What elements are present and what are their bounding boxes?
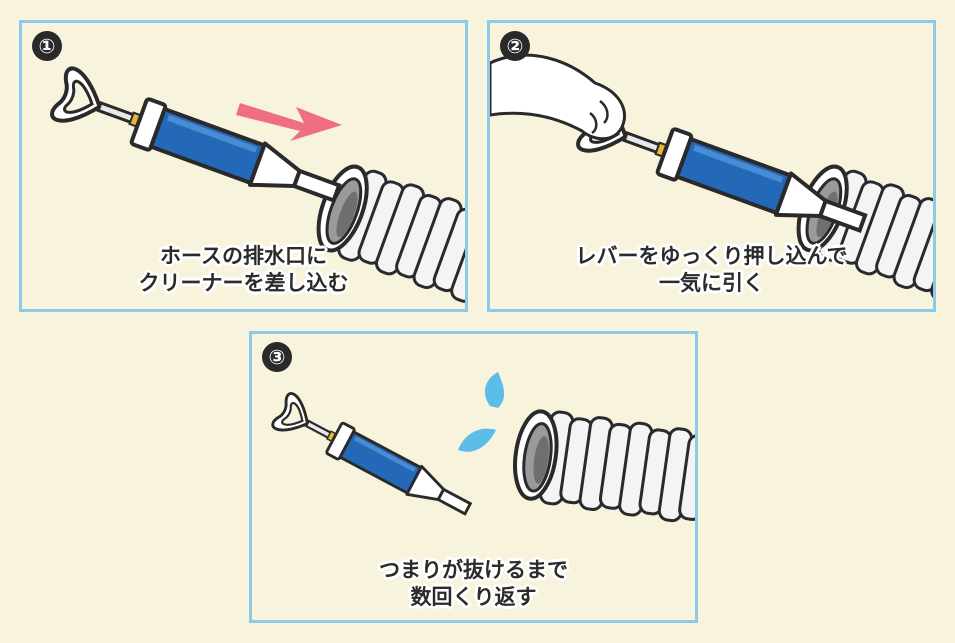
step-caption: つまりが抜けるまで 数回くり返す [252, 557, 695, 611]
caption-line-1: つまりが抜けるまで [379, 558, 568, 582]
caption-line-2: クリーナーを差し込む [138, 271, 349, 295]
step-3-panel: ③ つまりが抜けるまで 数回くり返す [249, 331, 698, 623]
pump-cleaner-icon [269, 390, 479, 528]
step-1-illustration [48, 64, 465, 309]
pump-cleaner-icon [48, 64, 348, 221]
caption-line-2: 数回くり返す [410, 585, 537, 609]
step-number: ② [500, 31, 530, 61]
step-2-illustration [490, 53, 933, 309]
hand-icon [490, 53, 626, 141]
caption-line-2: 一気に引く [659, 271, 764, 295]
caption-line-1: ホースの排水口に [160, 244, 327, 268]
step-1-panel: ① ホースの排水口に クリーナーを差し込む [19, 20, 468, 312]
step-3-illustration [269, 372, 695, 535]
step-2-panel: ② レバーをゆっくり押し込んで 一気に引く [487, 20, 936, 312]
caption-line-1: レバーをゆっくり押し込んで [575, 244, 848, 268]
step-number: ③ [262, 342, 292, 372]
step-caption: ホースの排水口に クリーナーを差し込む [22, 243, 465, 297]
drain-hose-icon [507, 404, 695, 535]
push-arrow-icon [236, 103, 342, 141]
step-number: ① [32, 31, 62, 61]
water-drop-icon [458, 372, 505, 452]
step-caption: レバーをゆっくり押し込んで 一気に引く [490, 243, 933, 297]
